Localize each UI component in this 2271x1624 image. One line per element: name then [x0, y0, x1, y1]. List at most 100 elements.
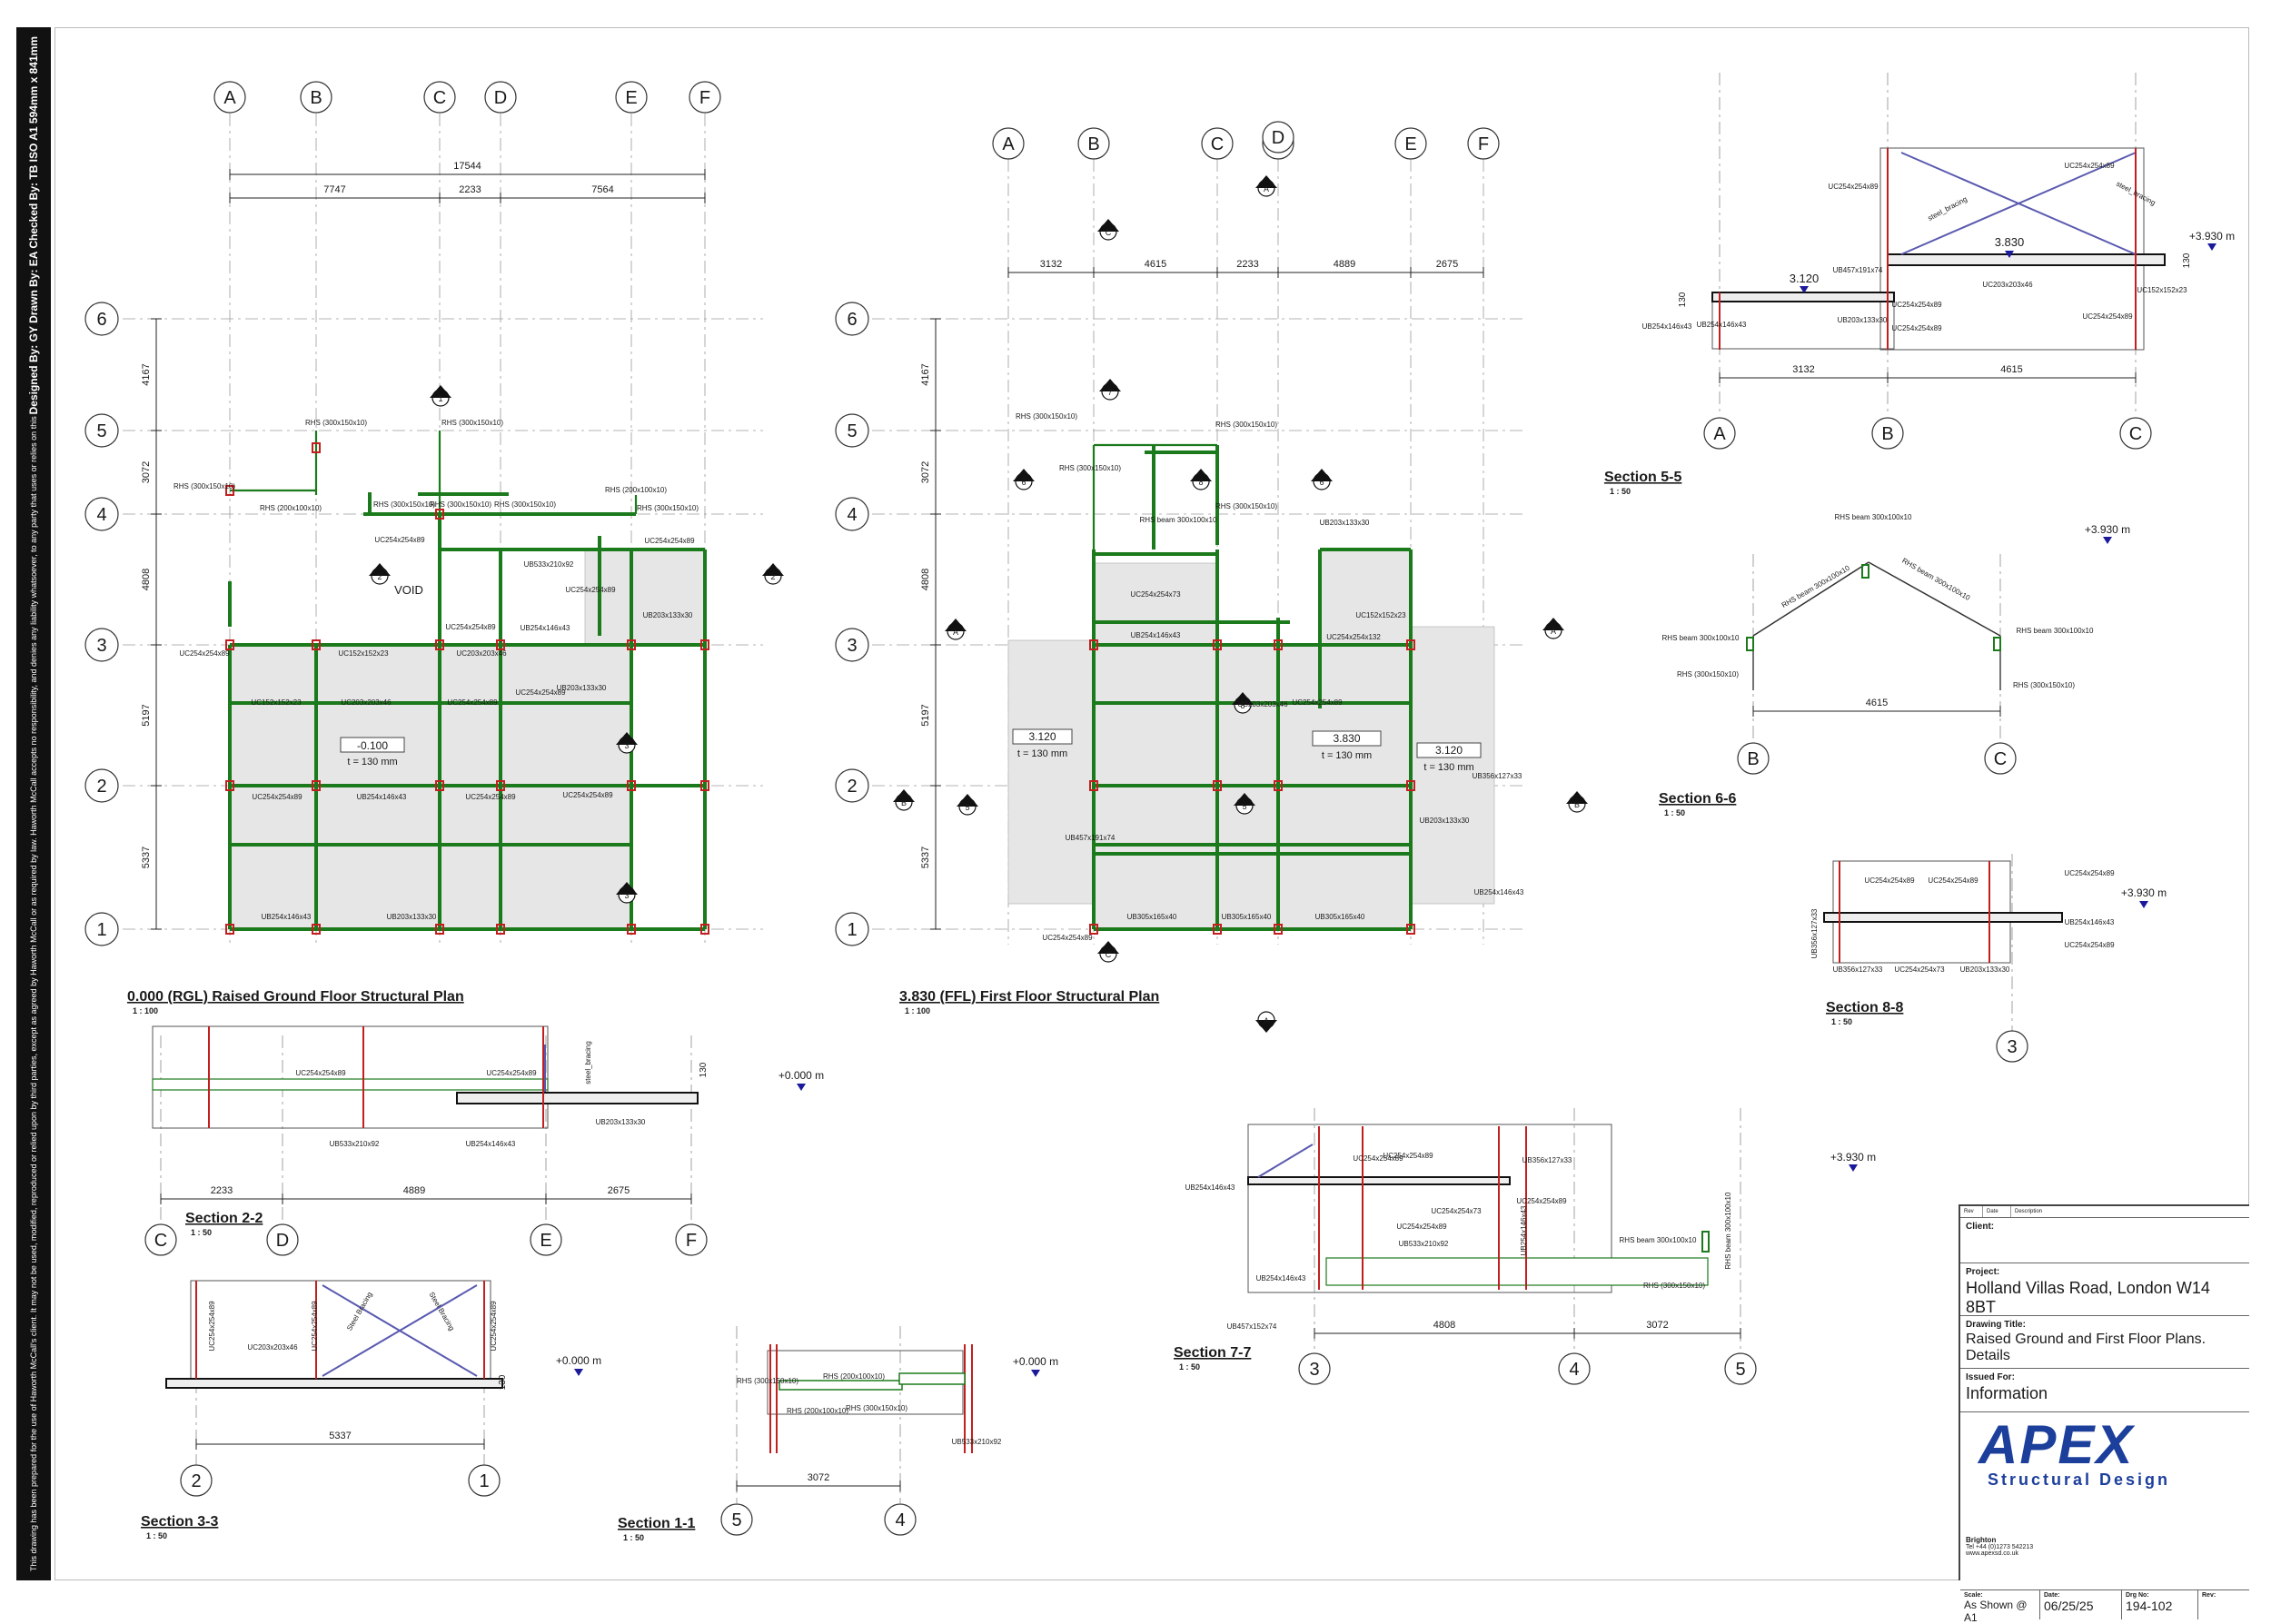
ff-section-marker: 5 — [1234, 793, 1255, 815]
s77-member-label: UC254x254x89 — [1396, 1223, 1447, 1231]
gf-section-marker: 2 — [369, 563, 391, 585]
client-section: Client: — [1960, 1218, 2249, 1263]
s22-beam-band — [152, 1078, 549, 1091]
ff-section-marker-text: 8 — [1240, 701, 1245, 710]
gf-member-label: UC254x254x89 — [445, 623, 496, 631]
ff-grid-bubble — [835, 912, 869, 946]
s66-member-label: RHS beam 300x100x10 — [2017, 627, 2094, 635]
s55-level-2: 3.120 — [1790, 272, 1820, 285]
ff-member-label: RHS (300x150x10) — [1059, 464, 1121, 472]
scale-value: As Shown @ A1 — [1964, 1599, 2028, 1624]
s33-dim-130: 130 — [498, 1374, 508, 1390]
s88-level: +3.930 m — [2121, 886, 2167, 899]
ff-grid-bubble — [835, 628, 869, 662]
gf-member-label: RHS (300x150x10) — [430, 500, 491, 509]
s77-member-label: UC254x254x89 — [1353, 1154, 1403, 1163]
s55-dim-text: 3132 — [1792, 364, 1814, 375]
s11-dim-text: 3072 — [808, 1472, 829, 1483]
s88-member-label: UB356x127x33 — [1833, 965, 1883, 974]
gf-member-label: RHS (200x100x10) — [260, 504, 322, 512]
ff-section-marker-text: C — [1106, 228, 1112, 237]
s22-grid-bubble — [266, 1223, 299, 1256]
gf-dim-y-text: 5337 — [141, 847, 152, 868]
gf-grid-bubble — [300, 81, 332, 114]
gf-grid-bubble — [84, 628, 119, 662]
gf-section-marker-text: 3 — [624, 741, 629, 750]
s88-scale: 1 : 50 — [1831, 1017, 1852, 1026]
project-value: Holland Villas Road, London W14 8BT — [1966, 1279, 2210, 1316]
ff-member-label: RHS (300x150x10) — [1215, 502, 1277, 510]
s55-title: Section 5-5 — [1604, 470, 1681, 485]
gf-slab — [500, 785, 632, 930]
gf-grid-bubble-label: D — [494, 88, 507, 108]
gf-grid-bubble — [615, 81, 648, 114]
gf-column — [496, 780, 505, 791]
ff-slab-text: t = 130 mm — [1423, 762, 1473, 773]
ff-section-marker: 8 — [1232, 692, 1254, 714]
s55-member-label: UC152x152x23 — [2137, 286, 2187, 294]
ff-member-label: RHS (300x150x10) — [1016, 412, 1077, 421]
date-cell: Date: 06/25/25 — [2040, 1590, 2122, 1619]
s55-member-label: UB203x133x30 — [1838, 316, 1888, 324]
s55-grid-bubble — [2119, 417, 2152, 450]
gf-member-label: RHS (200x100x10) — [605, 486, 667, 494]
gf-grid-bubble — [423, 81, 456, 114]
gf-section-marker: 1 — [430, 385, 451, 407]
gf-grid-bubble-label: 6 — [96, 310, 106, 330]
gf-member-label: UC203x203x46 — [456, 649, 507, 658]
ff-member-label: UB305x165x40 — [1222, 913, 1272, 921]
gf-slab — [584, 549, 706, 646]
ff-member-label: UB356x127x33 — [1473, 772, 1522, 780]
s33-grid-bubble-label: 1 — [479, 1471, 489, 1491]
s55-member-label: UC254x254x89 — [1828, 183, 1879, 191]
s11-level-tri — [1031, 1370, 1040, 1377]
s66-member-label: RHS beam 300x100x10 — [1900, 557, 1972, 603]
rev-header-description: Description — [2015, 1209, 2043, 1214]
s22-member-label: steel_bracing — [584, 1041, 592, 1084]
ff-slab-text: t = 130 mm — [1017, 748, 1067, 759]
gf-dim-y-text: 4808 — [141, 569, 152, 590]
ff-column — [1089, 924, 1098, 935]
s66-roof-beam — [1868, 561, 2001, 637]
s77-grid-bubble — [1724, 1352, 1757, 1385]
s66-rhs — [1993, 637, 2001, 651]
s77-member-label: RHS beam 300x100x10 — [1724, 1192, 1732, 1269]
s22-level-tri — [797, 1084, 806, 1091]
ff-section-marker: A — [1542, 618, 1564, 639]
s33-member-label: UC254x254x89 — [311, 1301, 319, 1352]
gf-grid-bubble — [84, 497, 119, 531]
s33-level-tri — [574, 1369, 583, 1376]
gf-member-label: UC254x254x89 — [179, 649, 230, 658]
ff-dim-x-text: 2675 — [1436, 259, 1458, 270]
gf-column — [496, 639, 505, 650]
ff-section-marker: A — [1255, 1011, 1277, 1033]
ff-plan-title: 3.830 (FFL) First Floor Structural Plan — [899, 989, 1159, 1005]
ff-column — [1089, 639, 1098, 650]
s55-level-tri — [2207, 243, 2216, 251]
drg-value: 194-102 — [2126, 1599, 2173, 1613]
gf-member-label: UC254x254x89 — [644, 537, 695, 545]
ff-section-marker-arrow — [1232, 692, 1254, 705]
ff-member-label: UC152x152x23 — [1355, 611, 1406, 619]
ff-grid-bubble-label: 3 — [847, 636, 857, 656]
ff-section-marker-text: 7 — [1107, 388, 1112, 397]
s66-member-label: RHS beam 300x100x10 — [1662, 634, 1740, 642]
ff-grid-bubble-label: 5 — [847, 421, 857, 441]
gf-void-label: VOID — [394, 583, 423, 597]
ff-dim-x-text: 2233 — [1236, 259, 1258, 270]
issued-label: Issued For: — [1966, 1372, 2015, 1382]
s66-roof-beam — [1752, 561, 1869, 637]
ff-dim-y-text: 3072 — [920, 461, 931, 483]
gf-grid-bubble — [484, 81, 517, 114]
s77-frame — [1247, 1124, 1612, 1293]
ff-column — [1274, 780, 1283, 791]
gf-dim-x-text: 2233 — [459, 184, 481, 195]
ff-column — [1213, 924, 1222, 935]
info-sidebar: This drawing has been prepared for the u… — [16, 27, 51, 1580]
ff-section-marker-arrow — [893, 789, 915, 802]
s55-member-label: UC254x254x89 — [1891, 324, 1942, 332]
ff-section-marker: 5 — [957, 794, 978, 816]
ff-slab — [1007, 639, 1095, 905]
gf-column — [312, 442, 321, 453]
scale-cell: Scale: As Shown @ A1 — [1960, 1590, 2040, 1624]
